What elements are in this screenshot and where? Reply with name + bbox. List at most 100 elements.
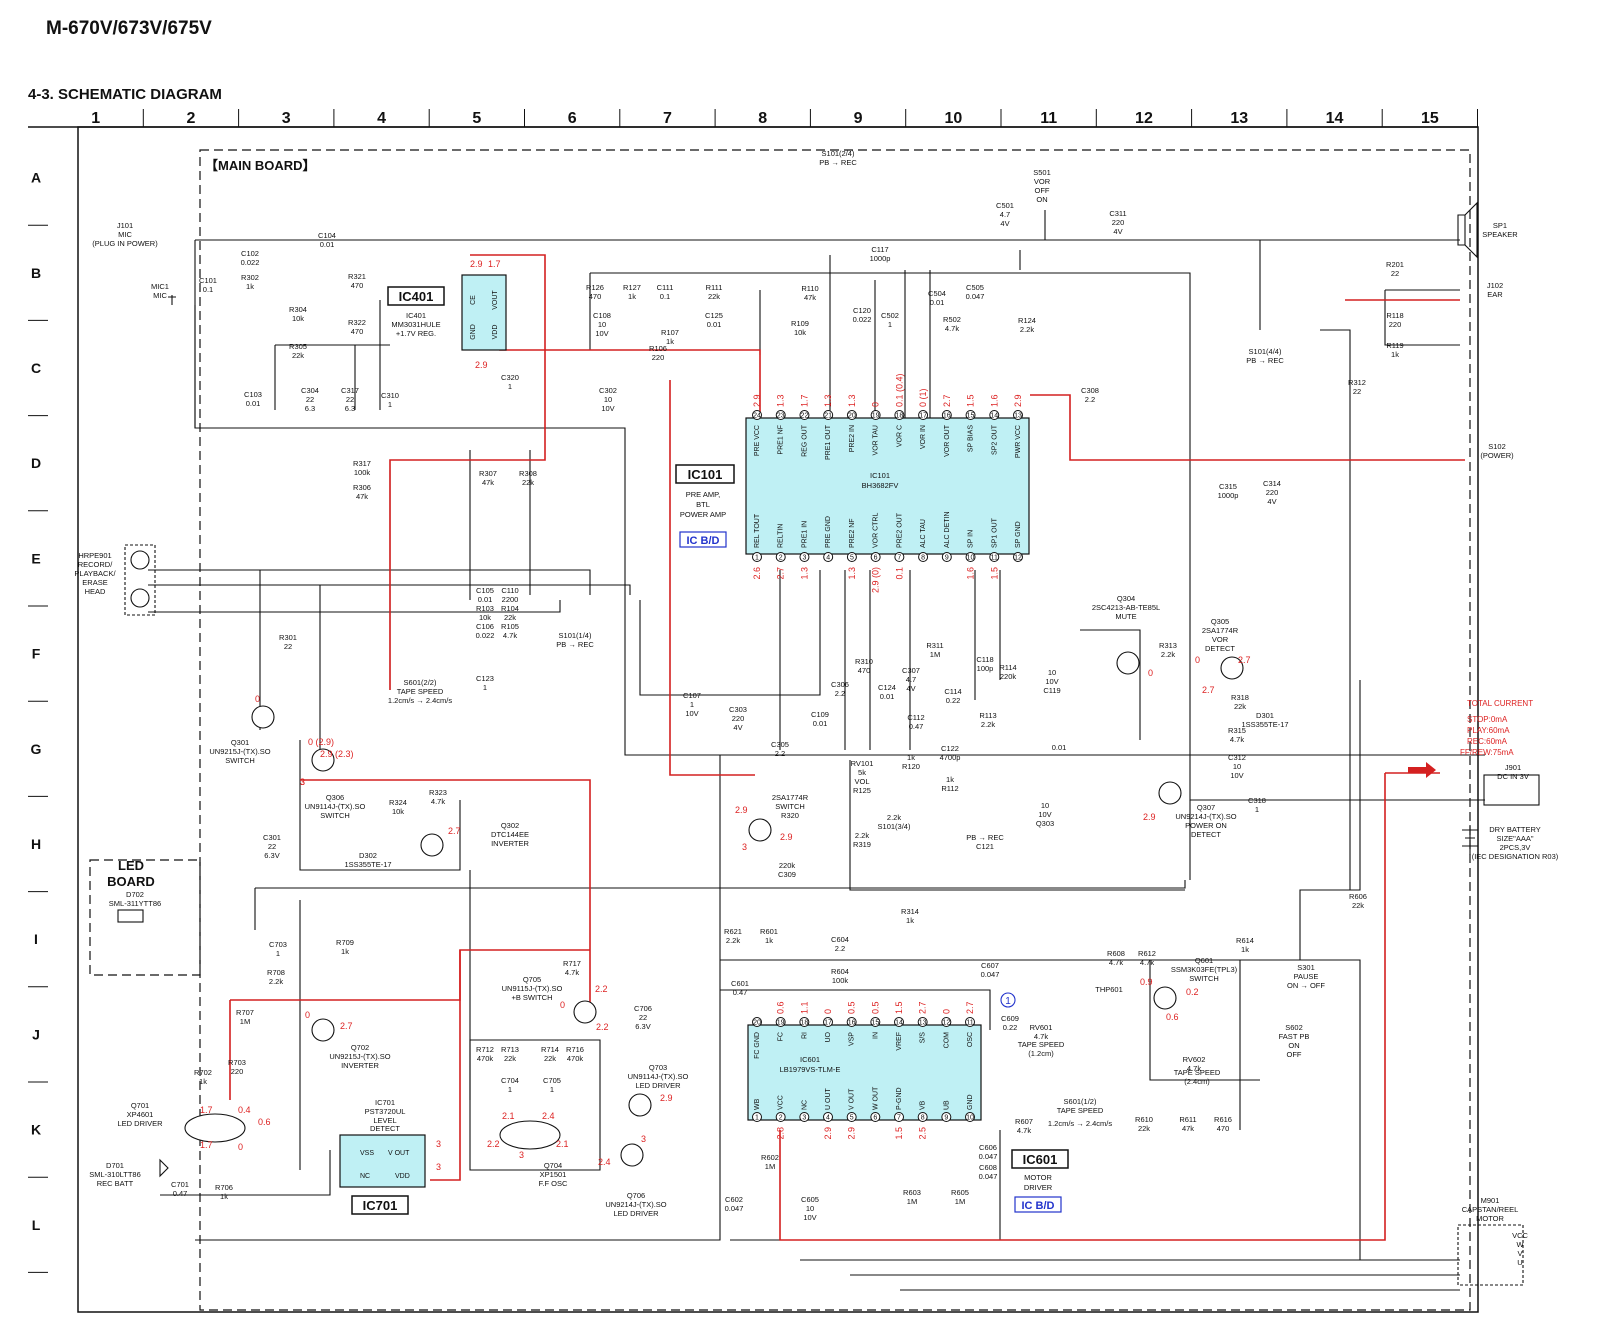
component-label: 6.3V [635,1022,650,1031]
component-label: R311 [926,641,943,650]
component-label: C609 [1001,1014,1019,1023]
component-label: 1k [906,916,914,925]
component-label: R322 [348,318,366,327]
component-label: 4.7k [503,631,517,640]
component-label: 0.47 [733,988,748,997]
component-label: Q303 [1036,819,1054,828]
component-label: 0.022 [241,258,260,267]
ic601pins-top-label: UO [825,1031,832,1042]
component-label: S101(2/4) [822,149,855,158]
component-label: 4700p [940,753,961,762]
component-label: 0.01 [930,298,945,307]
component-label: 1M [907,1197,917,1206]
ic601pins-bot-pin [799,1112,810,1122]
component-label: ON [1288,1041,1299,1050]
component-label: 22 [1353,387,1361,396]
component-label: 1 [508,382,512,391]
component-label: SWITCH [775,802,805,811]
component-label: 22k [1352,901,1364,910]
ic101pins-bot-num: 8 [921,555,925,562]
component-label: R112 [941,784,958,793]
component-label: 10V [595,329,608,338]
component-label: 4.7k [1109,958,1123,967]
ic601pins-bot-label: P-GND [896,1087,903,1110]
ic101pins-top-num: 18 [895,413,903,420]
ic101pins-bot-pin [846,552,857,562]
ic101pins-bot-label: SP GND [1015,521,1022,548]
ic701-pin-vss: VSS [360,1150,374,1157]
grid-col-8: 8 [758,110,767,127]
ic101-name: IC101 [870,471,890,480]
ic101pins-top-num: 15 [967,413,975,420]
ic401-tag: IC401 [399,289,434,304]
component-label: R708 [267,968,285,977]
component-label: 10V [1230,771,1243,780]
component-label: +B SWITCH [511,993,552,1002]
component-label: 4V [1113,227,1122,236]
ic601pins-bot-label: U OUT [825,1088,832,1111]
component-label: C606 [979,1143,997,1152]
ic101pins-bot-pin [941,552,952,562]
component-label: C320 [501,373,519,382]
component-label: Q305 [1211,617,1229,626]
ic101pins-bot-num: 5 [850,555,854,562]
component-label: 1k [220,1192,228,1201]
component-label: R602 [761,1153,779,1162]
component-label: R714 [541,1045,559,1054]
component-label: TAPE SPEED [397,687,444,696]
ic101pins-top-pin [846,410,857,420]
ic101pins-top-label: VOR C [896,425,903,447]
component-label: C122 [941,744,959,753]
component-label: 220 [1389,320,1402,329]
component-label: 1k [1241,945,1249,954]
component-label: R103 [476,604,494,613]
component-label: C125 [705,311,723,320]
component-label: Q306 [326,793,344,802]
component-label: 10V [1038,810,1051,819]
ic601pins-bot-pin [917,1112,928,1122]
component-label: UN9214J-(TX).SO [1175,812,1236,821]
ic601pins-top-pin [941,1017,952,1027]
component-label: OFF [1035,186,1050,195]
component-label: 47k [482,478,494,487]
component-label: R126 [586,283,604,292]
component-label: W [1516,1240,1524,1249]
component-label: C119 [1043,686,1060,695]
component-label: R321 [348,272,366,281]
component-label: ON → OFF [1287,981,1325,990]
section-title: 4-3. SCHEMATIC DIAGRAM [28,86,222,103]
component-label: UN9114J-(TX).SO [628,1072,689,1081]
q301-voltage: 2.9 (2.3) [320,749,354,759]
component-label: 100k [354,468,371,477]
component-label: 10V [803,1213,816,1222]
component-label: R120 [902,762,920,771]
ic601pins-top-pin [894,1017,904,1027]
component-label: 0.47 [173,1189,188,1198]
grid-col-4: 4 [377,110,386,127]
component-label: R306 [353,483,371,492]
component-label: 22 [284,642,292,651]
component-label: 10k [479,613,491,622]
ic101pins-bot-label: SP IN [968,530,975,548]
component-label: S601(2/2) [404,678,437,687]
component-label: R324 [389,798,407,807]
component-label: R601 [760,927,778,936]
component-label: 22k [708,292,720,301]
black-wiring [148,210,1485,1291]
grid-row-H: H [31,836,41,852]
q306-symbol [311,748,335,772]
ic601pins-top-volt: 0.6 [776,1001,786,1014]
component-label: U [1517,1258,1522,1267]
component-label: R716 [566,1045,584,1054]
ic101pins-top-volt: 0 [871,402,881,407]
ic101pins-top-label: PWR VCC [1015,425,1022,458]
component-label: D301 [1256,711,1274,720]
component-label: 0.047 [966,292,985,301]
component-label: 2.2k [981,720,995,729]
component-label: 4V [906,684,915,693]
component-label: 0.01 [813,719,828,728]
component-label: 5k [858,768,866,777]
ic101pins-top-volt: 1.5 [966,394,976,407]
component-label: 100p [977,664,994,673]
ic101pins-bot-label: PRE GND [825,516,832,548]
